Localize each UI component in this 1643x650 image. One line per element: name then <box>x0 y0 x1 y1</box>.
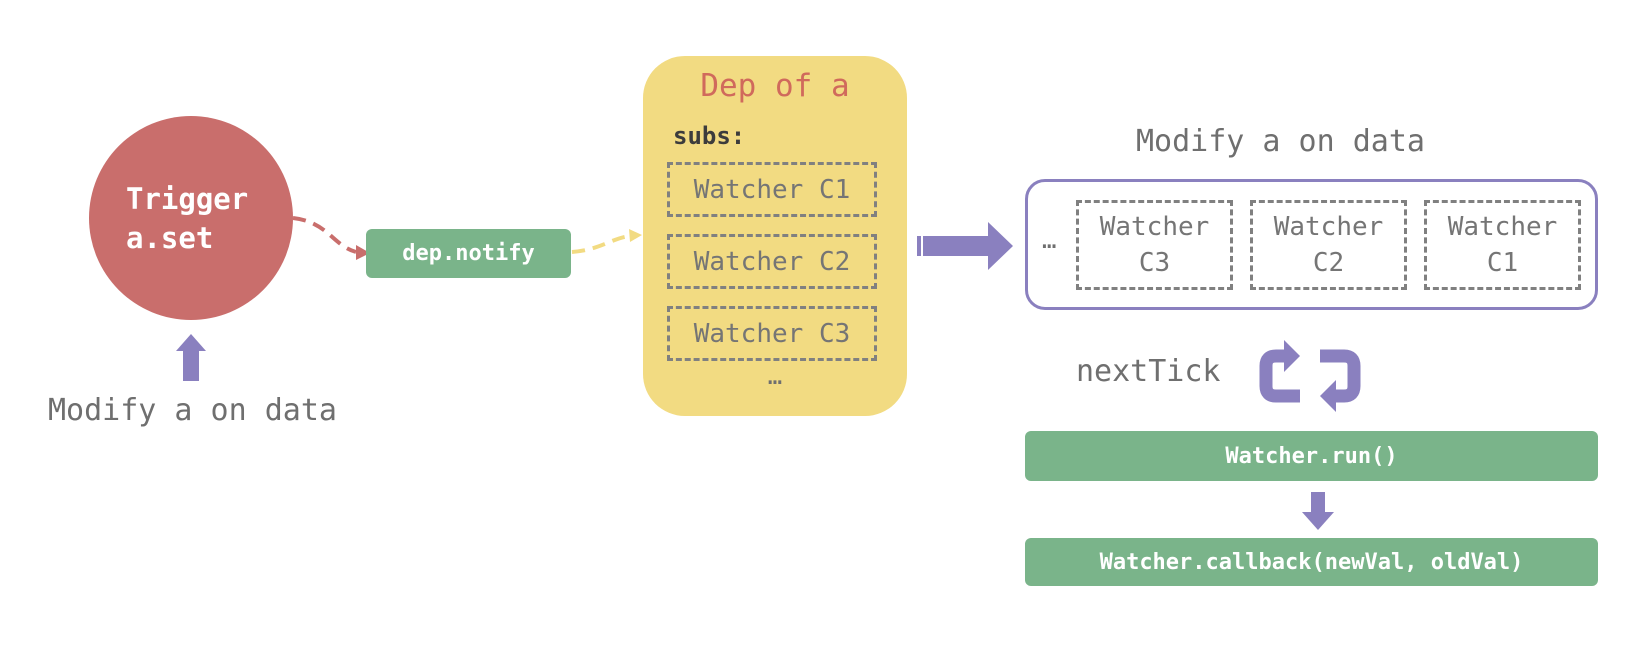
trigger-line-2: a.set <box>126 221 214 255</box>
cycle-arrowhead-bottom <box>1320 380 1336 412</box>
refresh-cycle-icon <box>1259 349 1361 403</box>
queue-item-c2: Watcher C2 <box>1250 200 1407 290</box>
watcher-run-box: Watcher.run() <box>1025 431 1598 481</box>
modify-data-label-left: Modify a on data <box>48 393 337 428</box>
queue-item-line2: C1 <box>1486 248 1519 278</box>
queue-item-line2: C3 <box>1138 248 1171 278</box>
trigger-line-1: Trigger <box>126 182 249 216</box>
queue-title: Modify a on data <box>1136 124 1425 159</box>
dep-ellipsis: … <box>767 362 783 390</box>
sub-watcher-c1: Watcher C1 <box>667 162 877 217</box>
sub-watcher-c3: Watcher C3 <box>667 306 877 361</box>
cycle-arrowhead-top <box>1284 340 1300 372</box>
queue-item-c1: Watcher C1 <box>1424 200 1581 290</box>
queue-item-line1: Watcher <box>1447 212 1558 242</box>
trigger-to-notify-arrow <box>292 216 370 260</box>
queue-ellipsis: … <box>1042 226 1057 254</box>
queue-item-line2: C2 <box>1312 248 1345 278</box>
queue-item-line1: Watcher <box>1099 212 1210 242</box>
sub-watcher-c2: Watcher C2 <box>667 234 877 289</box>
down-arrow-icon <box>1302 492 1334 530</box>
dep-title: Dep of a <box>700 68 850 104</box>
dep-panel: Dep of a subs: Watcher C1 Watcher C2 Wat… <box>643 56 907 416</box>
next-tick-label: nextTick <box>1076 354 1221 389</box>
watcher-queue: … Watcher C3 Watcher C2 Watcher C1 <box>1025 179 1598 310</box>
right-arrow-icon <box>917 222 1013 270</box>
queue-item-c3: Watcher C3 <box>1076 200 1233 290</box>
dep-notify-box: dep.notify <box>366 229 571 278</box>
notify-to-dep-arrow <box>571 229 642 254</box>
trigger-circle: Trigger a.set <box>89 116 293 320</box>
watcher-callback-box: Watcher.callback(newVal, oldVal) <box>1025 538 1598 586</box>
queue-item-line1: Watcher <box>1273 212 1384 242</box>
up-arrow-icon <box>176 334 206 381</box>
subs-label: subs: <box>673 122 746 150</box>
